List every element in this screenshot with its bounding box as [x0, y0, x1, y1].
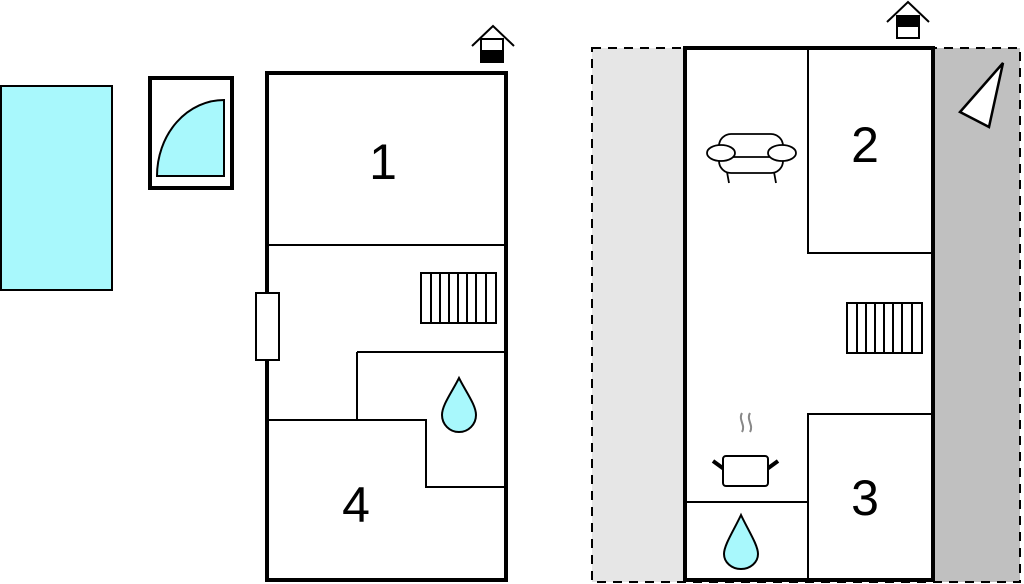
pool-icon: [0, 85, 113, 291]
door-icon: [255, 292, 280, 361]
room-label-2: 2: [851, 117, 879, 173]
water-drop-icon: [440, 375, 478, 433]
room-label-3: 3: [851, 470, 879, 526]
room-label-4: 4: [342, 477, 370, 533]
compass-icon: [958, 62, 1005, 129]
entrance-house-icon: [886, 0, 930, 39]
room-label-1: 1: [369, 134, 397, 190]
staircase-icon: [846, 302, 923, 354]
terrace-left: [592, 48, 685, 582]
staircase-icon: [420, 272, 497, 324]
sofa-icon: [706, 133, 797, 184]
water-drop-icon: [722, 512, 760, 570]
cooking-pot-icon: [711, 412, 780, 487]
terrace-right: [933, 48, 1020, 582]
shower-icon: [148, 76, 234, 190]
ground-floor: [265, 71, 508, 582]
entrance-house-icon: [471, 24, 515, 63]
